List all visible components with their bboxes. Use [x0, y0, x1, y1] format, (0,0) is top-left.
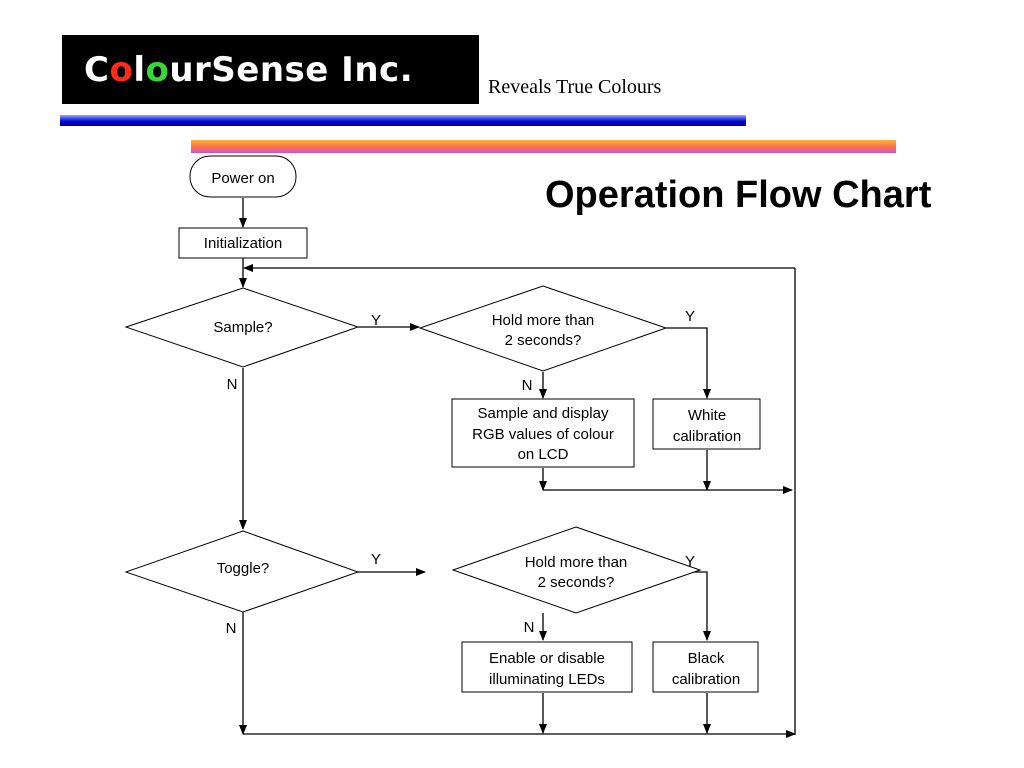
toggle-decision-label: Toggle? — [217, 560, 270, 577]
hold2-no-label: N — [524, 619, 535, 636]
hold-decision-1 — [418, 285, 668, 372]
hold-decision-1-line2: 2 seconds? — [505, 332, 582, 349]
sample-decision — [124, 287, 360, 368]
arrow-hold2-yes — [688, 571, 711, 641]
logo-red-o: o — [109, 49, 134, 90]
connectors — [239, 198, 796, 738]
white-calibration-line2: calibration — [673, 428, 741, 445]
power-on-terminator — [189, 155, 297, 198]
leds-toggle-box — [461, 641, 633, 693]
hold-decision-2-line1: Hold more than — [525, 554, 628, 571]
initialization-box — [178, 227, 308, 259]
arrow-hold1-yes — [666, 327, 711, 399]
power-on-label: Power on — [211, 170, 274, 187]
hold-decision-2-line2: 2 seconds? — [538, 574, 615, 591]
white-calibration-line1: White — [688, 407, 726, 424]
toggle-decision — [124, 530, 360, 613]
sample-decision-label: Sample? — [213, 319, 272, 336]
tagline: Reveals True Colours — [488, 76, 662, 98]
hold-decision-2 — [451, 526, 702, 614]
initialization-label: Initialization — [204, 235, 282, 252]
hold2-yes-label: Y — [685, 553, 695, 570]
leds-toggle-line2: illuminating LEDs — [489, 671, 605, 688]
sample-display-line3: on LCD — [518, 446, 569, 463]
hold1-yes-label: Y — [685, 308, 695, 325]
sample-display-box — [451, 398, 635, 468]
white-calibration-box — [652, 398, 761, 450]
logo-green-o: o — [145, 49, 170, 90]
toggle-no-label: N — [226, 620, 237, 637]
hold-decision-1-line1: Hold more than — [492, 312, 595, 329]
sample-display-line1: Sample and display — [478, 405, 609, 422]
orange-divider-bar — [191, 140, 896, 153]
toggle-yes-label: Y — [371, 551, 381, 568]
logo-text: ColourSense Inc. — [84, 49, 414, 90]
blue-divider-bar — [60, 115, 746, 126]
sample-display-line2: RGB values of colour — [472, 426, 614, 443]
sample-yes-label: Y — [371, 312, 381, 329]
sample-no-label: N — [227, 376, 238, 393]
hold1-no-label: N — [522, 377, 533, 394]
black-calibration-box — [652, 641, 759, 693]
slide-title: Operation Flow Chart — [545, 174, 932, 216]
company-logo: ColourSense Inc. — [62, 35, 479, 104]
leds-toggle-line1: Enable or disable — [489, 650, 605, 667]
black-calibration-line2: calibration — [672, 671, 740, 688]
black-calibration-line1: Black — [688, 650, 725, 667]
